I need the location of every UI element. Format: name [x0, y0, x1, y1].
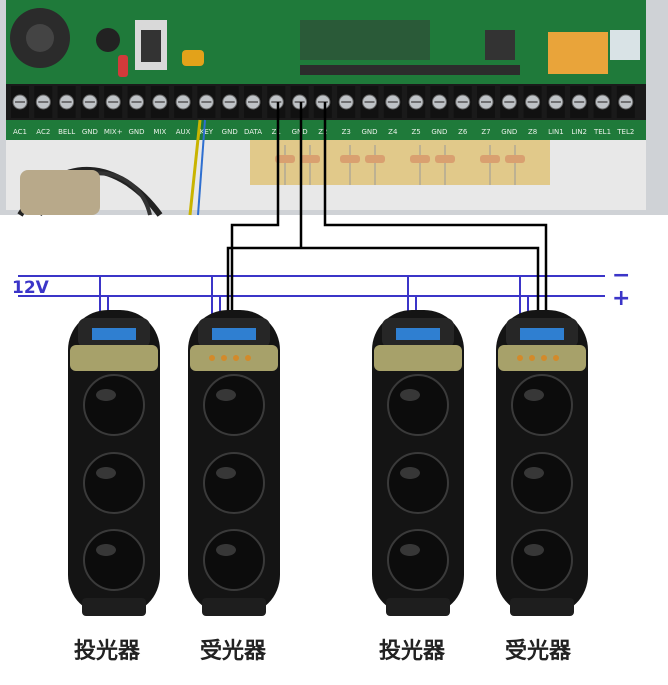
terminal-label: MIX [153, 128, 166, 136]
lens [83, 529, 145, 591]
terminal-screw [220, 86, 239, 118]
terminal-label: AC1 [13, 128, 27, 136]
terminal-label: Z1 [272, 128, 281, 136]
terminal-screw [360, 86, 379, 118]
lens [511, 529, 573, 591]
terminal-screw [80, 86, 99, 118]
terminal-label: TEL2 [616, 128, 634, 136]
negative-rail-label: − [612, 263, 630, 288]
resistor [410, 145, 430, 185]
terminal-label: BELL [58, 128, 75, 136]
terminal-label: Z6 [458, 128, 468, 136]
terminal-label: LIN1 [548, 128, 564, 136]
capacitor [96, 28, 120, 52]
terminal-screw [127, 86, 146, 118]
terminal-screw [337, 86, 356, 118]
resistor [275, 145, 295, 185]
terminal-screw [430, 86, 449, 118]
lens [387, 452, 449, 514]
terminal-label: GND [361, 128, 377, 136]
caption-emitter-2: 投光器 [378, 639, 445, 664]
resistor [300, 145, 320, 185]
lens [511, 452, 573, 514]
resistor [505, 145, 525, 185]
terminal-label: LIN2 [571, 128, 587, 136]
fuse [182, 50, 204, 66]
resistor [435, 145, 455, 185]
terminal-screw [546, 86, 565, 118]
resistor [340, 145, 360, 185]
terminal-screw [616, 86, 635, 118]
positive-rail-label: + [612, 286, 630, 311]
signal-wire-z2 [323, 102, 548, 320]
terminal-label: TEL1 [593, 128, 611, 136]
terminal-label: Z4 [388, 128, 398, 136]
terminal-screw [197, 86, 216, 118]
terminal-screw [570, 86, 589, 118]
resistor [365, 145, 385, 185]
beam-detector-receiver-2 [496, 310, 588, 616]
terminal-screw [313, 86, 332, 118]
terminal-screw [174, 86, 193, 118]
lens [83, 452, 145, 514]
terminal-screw [407, 86, 426, 118]
lens [83, 374, 145, 436]
beam-detector-emitter-1 [68, 310, 160, 616]
caption-receiver-2: 受光器 [504, 639, 571, 664]
caption-receiver-1: 受光器 [199, 639, 266, 664]
terminal-label: Z8 [528, 128, 537, 136]
terminal-label: Z3 [342, 128, 351, 136]
terminal-label: GND [222, 128, 238, 136]
terminal-screw [453, 86, 472, 118]
terminal-screw [34, 86, 53, 118]
lens [387, 374, 449, 436]
terminal-label: GND [501, 128, 517, 136]
voltage-label: 12V [12, 278, 50, 298]
beam-detector-receiver-1 [188, 310, 280, 616]
resistor [480, 145, 500, 185]
terminal-label: AUX [176, 128, 191, 136]
terminal-screw [593, 86, 612, 118]
relay [548, 32, 608, 74]
lens [203, 452, 265, 514]
terminal-screw [150, 86, 169, 118]
lens [511, 374, 573, 436]
terminal-label: Z7 [481, 128, 490, 136]
terminal-screw [57, 86, 76, 118]
terminal-screw [290, 86, 309, 118]
terminal-label: GND [431, 128, 447, 136]
terminal-label: DATA [244, 128, 262, 136]
terminal-screw [383, 86, 402, 118]
terminal-label: Z2 [318, 128, 327, 136]
signal-wire-z1 [230, 102, 280, 320]
terminal-screw [477, 86, 495, 118]
signal-wire-gnd [226, 102, 540, 320]
terminal-label: KEY [200, 128, 214, 136]
terminal-label: GND [82, 128, 98, 136]
terminal-screw [104, 86, 123, 118]
lens [203, 529, 265, 591]
terminal-screw [267, 86, 286, 118]
terminal-screw [523, 86, 542, 118]
terminal-label: MIX+ [104, 128, 123, 136]
beam-detector-emitter-2 [372, 310, 464, 616]
terminal-screw [500, 86, 519, 118]
lens [203, 374, 265, 436]
terminal-label: GND [128, 128, 144, 136]
lens [387, 529, 449, 591]
terminal-screw [11, 86, 29, 118]
terminal-screw [244, 86, 262, 118]
terminal-label: GND [292, 128, 308, 136]
caption-emitter-1: 投光器 [73, 639, 140, 664]
terminal-label: Z5 [411, 128, 420, 136]
terminal-label: AC2 [36, 128, 50, 136]
